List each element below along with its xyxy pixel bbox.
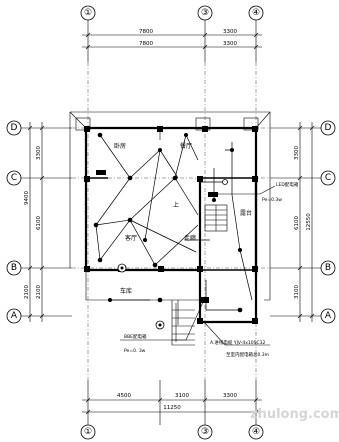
- room-label-bedroom: 卧房: [114, 142, 126, 150]
- dim-top-1-b: 3300: [223, 29, 237, 35]
- axis-label-left-C: C: [11, 173, 17, 183]
- note-panel-bottom: BBE配电箱: [124, 333, 147, 340]
- note-panel-bottom-sub: Pe=0. 3w: [124, 348, 146, 354]
- note-panel-right: LED配电箱: [276, 181, 299, 188]
- dim-left-outer-2: 2100: [24, 285, 30, 299]
- axis-label-top-4: ④: [252, 8, 260, 18]
- axis-label-left-B: B: [11, 263, 17, 273]
- dim-left-inner-2: 6100: [36, 216, 42, 230]
- dim-bottom-total: 11250: [163, 405, 181, 411]
- axis-label-bottom-1: ①: [84, 427, 92, 437]
- dim-left-inner-3: 2100: [36, 285, 42, 299]
- axis-label-top-3: ③: [201, 8, 209, 18]
- room-label-up: 上: [173, 201, 179, 209]
- axis-label-right-C: C: [325, 173, 331, 183]
- room-label-terrace: 露台: [240, 209, 252, 217]
- note-panel-right-sub: Pe=0.3w: [262, 197, 282, 203]
- garage-annex: [85, 270, 200, 325]
- dim-bottom-1: 4500: [117, 393, 131, 399]
- room-label-corridor: 走廊: [184, 234, 196, 242]
- axis-label-right-A: A: [325, 311, 332, 321]
- dim-right-inner-2: 6100: [294, 216, 300, 230]
- note-cable-2: 至室内配电箱总0.3m: [226, 351, 269, 358]
- dim-left-outer-1: 9400: [24, 191, 30, 205]
- room-label-living: 客厅: [125, 234, 137, 242]
- dim-left-inner-1: 3300: [36, 146, 42, 160]
- dim-bottom-2: 3100: [175, 393, 189, 399]
- dim-top-2-b: 3300: [223, 41, 237, 47]
- corner-shafts: [75, 117, 259, 131]
- axis-label-left-D: D: [11, 123, 18, 133]
- exterior-walls: [84, 126, 258, 324]
- watermark-text: zhulong.com: [250, 407, 339, 422]
- axis-label-right-D: D: [325, 123, 332, 133]
- axis-label-left-A: A: [11, 311, 18, 321]
- room-label-dining: 餐厅: [180, 142, 192, 150]
- axis-label-bottom-3: ③: [201, 427, 209, 437]
- roof-outline: [69, 111, 271, 301]
- wiring-lines: [95, 134, 253, 311]
- dim-right-outer: 12550: [306, 213, 312, 231]
- left-dimension-lines: [21, 122, 72, 322]
- interior-stair: [204, 204, 228, 232]
- axis-label-top-1: ①: [84, 8, 92, 18]
- note-cable-1: A.进线电缆 YJV-4x10SC32: [210, 339, 265, 346]
- dim-top-2-a: 7800: [139, 41, 153, 47]
- dim-right-inner-3: 3100: [294, 285, 300, 299]
- right-dimension-lines: [270, 122, 321, 322]
- room-label-garage: 车库: [120, 287, 132, 295]
- dim-right-inner-1: 3300: [294, 146, 300, 160]
- axis-label-right-B: B: [325, 263, 331, 273]
- grid-center-lines: [72, 62, 270, 380]
- distribution-panels: [96, 170, 218, 303]
- exterior-stair: [171, 300, 195, 346]
- panel-leaders: [120, 185, 276, 346]
- dim-top-1-a: 7800: [139, 29, 153, 35]
- top-dimension-lines: [82, 20, 262, 62]
- bottom-dimension-lines: [82, 380, 262, 425]
- electrical-fixtures: [93, 132, 243, 330]
- dim-bottom-3: 3300: [223, 393, 237, 399]
- axis-label-bottom-4: ④: [252, 427, 260, 437]
